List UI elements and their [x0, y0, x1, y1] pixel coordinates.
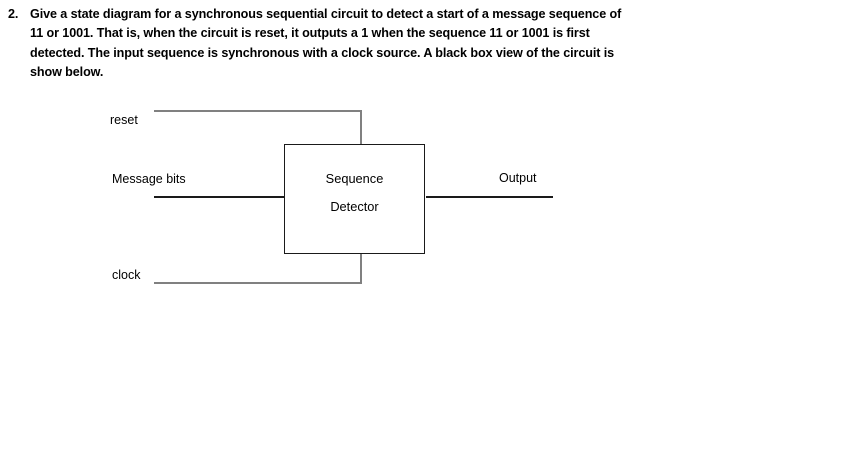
- problem-line: detected. The input sequence is synchron…: [30, 45, 615, 60]
- problem-line: Give a state diagram for a synchronous s…: [30, 7, 622, 21]
- reset-wire-vertical: [360, 110, 362, 145]
- message-bits-wire: [154, 196, 284, 198]
- problem-statement: 2. Give a state diagram for a synchronou…: [8, 5, 621, 83]
- clock-wire-horizontal: [154, 282, 362, 284]
- sequence-detector-box: Sequence Detector: [284, 144, 425, 254]
- problem-number: 2.: [8, 7, 19, 21]
- sequence-detector-title-line1: Sequence: [325, 171, 384, 186]
- problem-line: show below.: [30, 65, 104, 80]
- output-wire: [426, 196, 553, 198]
- clock-wire-vertical: [360, 254, 362, 284]
- problem-line: 11 or 1001. That is, when the circuit is…: [30, 26, 590, 41]
- message-bits-signal-label: Message bits: [112, 172, 186, 186]
- sequence-detector-title: Sequence Detector: [285, 165, 424, 221]
- reset-wire-horizontal: [154, 110, 362, 112]
- problem-text: Give a state diagram for a synchronous s…: [30, 5, 621, 83]
- clock-signal-label: clock: [112, 268, 141, 282]
- sequence-detector-title-line2: Detector: [330, 199, 379, 214]
- output-signal-label: Output: [499, 171, 537, 185]
- reset-signal-label: reset: [110, 113, 138, 127]
